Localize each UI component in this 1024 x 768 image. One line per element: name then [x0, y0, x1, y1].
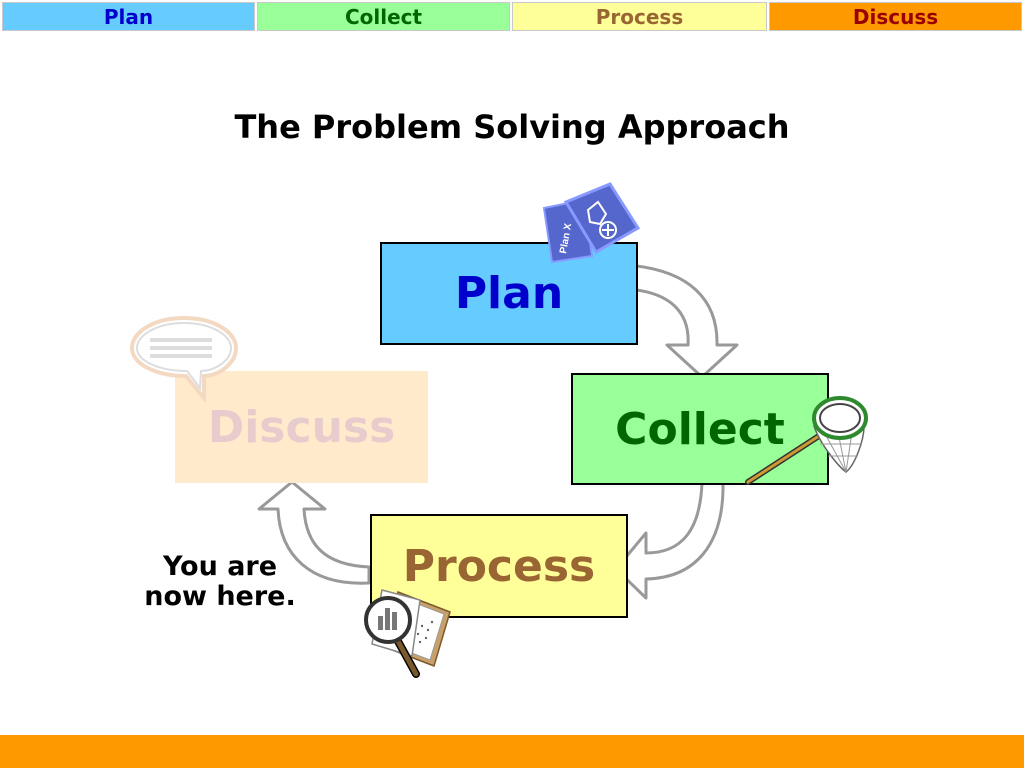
- plan-document-text: Plan X: [558, 222, 574, 254]
- step-tab-bar: Plan Collect Process Discuss: [0, 0, 1024, 35]
- tab-process[interactable]: Process: [512, 2, 767, 31]
- step-process-label: Process: [402, 540, 596, 592]
- page-title: The Problem Solving Approach: [234, 108, 790, 146]
- step-plan-label: Plan: [454, 268, 564, 319]
- plan-document-icon: Plan X: [542, 182, 640, 264]
- footer-bar: [0, 735, 1024, 768]
- tab-plan[interactable]: Plan: [2, 2, 255, 31]
- indicator-line-2: now here.: [144, 581, 296, 612]
- tab-discuss[interactable]: Discuss: [769, 2, 1022, 31]
- speech-bubble-icon: [129, 315, 239, 402]
- step-discuss: Discuss: [175, 371, 428, 483]
- arrow-process-to-discuss: [257, 480, 371, 585]
- butterfly-net-icon: [745, 396, 868, 485]
- you-are-here-indicator: You are now here.: [120, 552, 320, 612]
- step-discuss-label: Discuss: [207, 401, 396, 453]
- indicator-line-1: You are: [162, 551, 278, 582]
- magnifying-glass-chart-icon: [364, 589, 451, 678]
- step-collect-label: Collect: [615, 403, 785, 455]
- step-collect: Collect: [571, 373, 829, 485]
- tab-collect[interactable]: Collect: [257, 2, 510, 31]
- arrow-plan-to-collect: [625, 263, 739, 379]
- arrow-collect-to-process: [614, 481, 725, 600]
- step-plan: Plan: [380, 242, 638, 345]
